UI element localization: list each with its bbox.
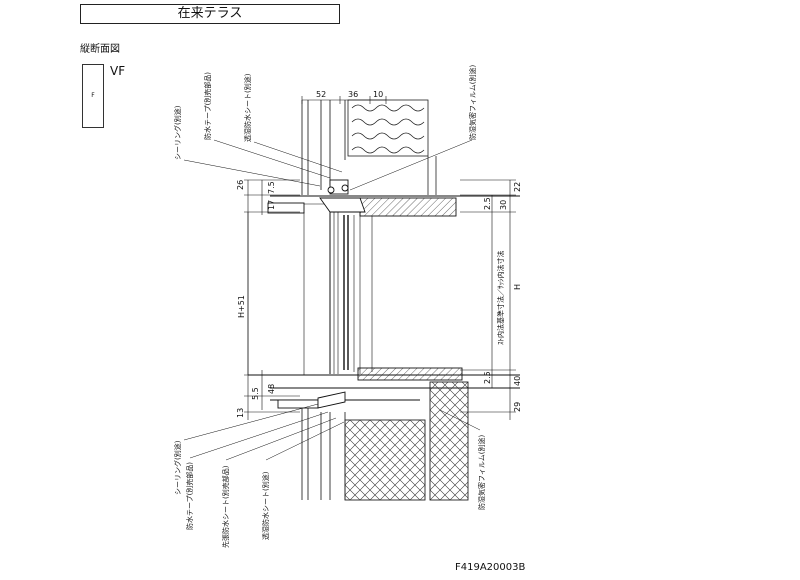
right-dim-22: 22 (513, 182, 522, 192)
right-dim-40: 40 (513, 376, 522, 386)
callout-sealing-top: シーリング(別途) (173, 105, 182, 160)
sill-frame (248, 367, 520, 501)
drawing-id: F419A20003B (455, 562, 526, 573)
callout-vapor-film-bottom: 防湿気密フィルム(別途) (477, 435, 486, 510)
top-dim-3: 10 (373, 90, 383, 99)
right-dim-30: 30 (499, 200, 508, 210)
callout-sealing-bottom: シーリング(別途) (173, 440, 182, 495)
right-dim-2.5-bottom: 2.5 (483, 371, 492, 384)
head-frame (267, 179, 520, 217)
left-dim-26: 26 (236, 180, 245, 190)
left-dim-13: 13 (236, 408, 245, 418)
section-label: 縦断面図 (80, 44, 120, 55)
callout-waterproof-tape-bottom: 防水テープ(別売部品) (185, 462, 194, 530)
callout-vapor-film-top: 防湿気密フィルム(別途) (468, 65, 477, 140)
legend-box-letter: F (91, 92, 95, 99)
drawing-title: 在来テラス (80, 4, 340, 24)
right-dim-29: 29 (513, 402, 522, 412)
callout-breathable-sheet-top: 透湿防水シート(別途) (243, 73, 252, 142)
left-dim-17: 17 (267, 200, 276, 210)
top-dim-1: 52 (316, 90, 326, 99)
left-dim-48: 48 (267, 384, 276, 394)
callout-breathable-sheet-bottom: 透湿防水シート(別途) (261, 471, 270, 540)
callout-precut-sheet-bottom: 先張防水シート(別売部品) (221, 465, 230, 548)
left-dim-7.5: 7.5 (267, 181, 276, 194)
insulation-top (347, 99, 437, 195)
left-dimension (244, 179, 300, 420)
callout-leaders-bottom (183, 403, 481, 461)
top-dim-2: 36 (348, 90, 358, 99)
right-dimension (460, 179, 516, 420)
inner-dimension-label: ｽﾄ内法基準寸法／ｻｯｼ内法寸法 (496, 251, 505, 346)
right-dim-2.5-top: 2.5 (483, 197, 492, 210)
top-dimension (301, 96, 387, 104)
wall-lines (301, 100, 346, 500)
left-dim-h51: H+51 (237, 295, 246, 318)
right-dim-h: H (513, 284, 522, 290)
left-dim-5.5: 5.5 (251, 387, 260, 400)
window-type-label: VF (110, 64, 126, 78)
window-frame (247, 212, 373, 375)
callout-waterproof-tape-top: 防水テープ(別売部品) (203, 72, 212, 140)
callout-leaders-top (183, 139, 473, 191)
legend-box: F (82, 64, 104, 128)
